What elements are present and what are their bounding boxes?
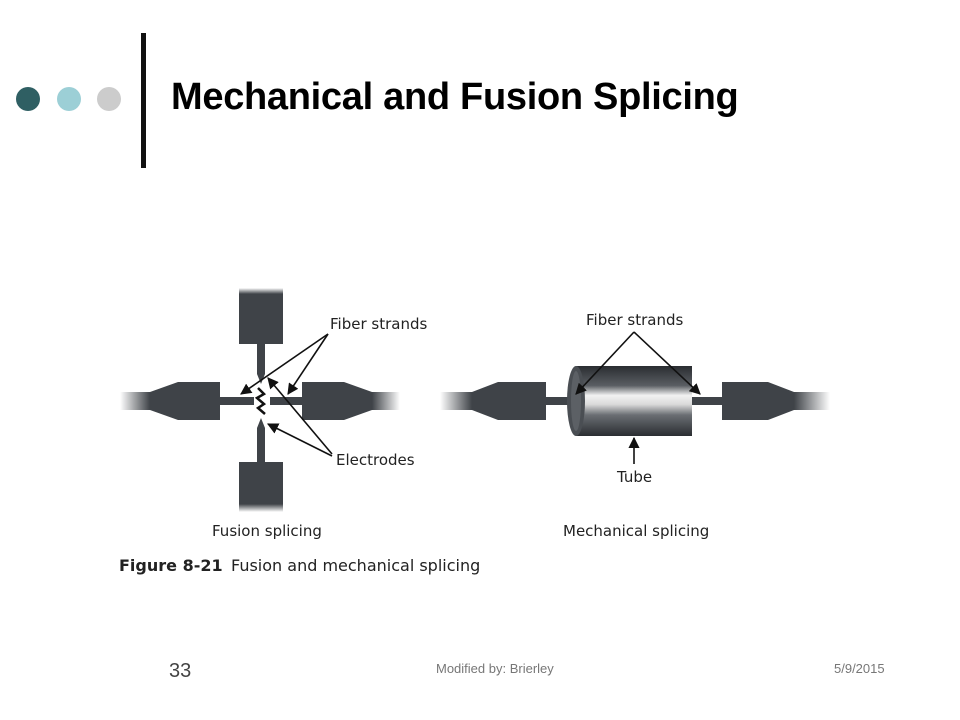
left-fiber-strand: [220, 397, 254, 405]
top-electrode-fade: [239, 288, 283, 294]
decorative-dot-light: [57, 87, 81, 111]
electrode-arrow-bottom: [266, 423, 333, 457]
mech-label-tube: Tube: [616, 468, 652, 486]
bottom-electrode-rod: [257, 428, 265, 462]
mech-fiber-arrow-left: [575, 331, 635, 395]
fusion-label-fiber-strands: Fiber strands: [330, 315, 427, 333]
right-fiber-connector: [302, 382, 372, 420]
mech-right-fiber: [692, 397, 722, 405]
bottom-electrode-block: [239, 462, 283, 504]
fusion-splicing-diagram: Fiber strands Electrodes Fusion splicing: [120, 288, 427, 540]
left-cable-tail: [120, 392, 150, 410]
mech-left-fiber: [546, 397, 572, 405]
slide-title: Mechanical and Fusion Splicing: [171, 76, 739, 118]
right-cable-tail: [372, 392, 400, 410]
figure-number: Figure 8-21: [119, 556, 223, 575]
splice-tube: [576, 366, 692, 436]
footer-date: 5/9/2015: [834, 661, 885, 676]
arc-spark-icon: [254, 387, 267, 415]
splice-tube-end-inner: [571, 371, 581, 431]
right-fiber-strand: [270, 397, 302, 405]
mech-right-cable-tail: [794, 392, 830, 410]
bottom-electrode-tip: [257, 418, 265, 428]
mechanical-splicing-diagram: Fiber strands Tube Mechanical splicing: [440, 311, 830, 540]
mech-caption: Mechanical splicing: [563, 522, 709, 540]
title-divider: [141, 33, 146, 168]
page-number: 33: [169, 660, 192, 682]
left-fiber-connector: [150, 382, 220, 420]
electrode-arrow-top: [267, 377, 333, 455]
mech-fiber-arrow-right: [633, 331, 701, 395]
fusion-caption: Fusion splicing: [212, 522, 322, 540]
footer-modified-by: Modified by: Brierley: [436, 661, 554, 676]
bottom-electrode-fade: [239, 504, 283, 512]
decorative-dot-gray: [97, 87, 121, 111]
fusion-label-electrodes: Electrodes: [336, 451, 415, 469]
mech-label-fiber-strands: Fiber strands: [586, 311, 683, 329]
figure-title: Fusion and mechanical splicing: [231, 556, 480, 575]
decorative-dot-dark: [16, 87, 40, 111]
fusion-fiber-arrow-left: [240, 333, 329, 395]
mech-left-cable-tail: [440, 392, 472, 410]
mech-right-connector: [722, 382, 794, 420]
top-electrode-rod: [257, 344, 265, 374]
mech-left-connector: [472, 382, 546, 420]
top-electrode-tip: [257, 374, 265, 384]
splicing-figure: Fiber strands Electrodes Fusion splicing…: [100, 270, 860, 590]
top-electrode-block: [239, 294, 283, 344]
fusion-fiber-arrow-right: [287, 333, 329, 395]
splicing-diagram: Fiber strands Electrodes Fusion splicing…: [119, 288, 830, 575]
